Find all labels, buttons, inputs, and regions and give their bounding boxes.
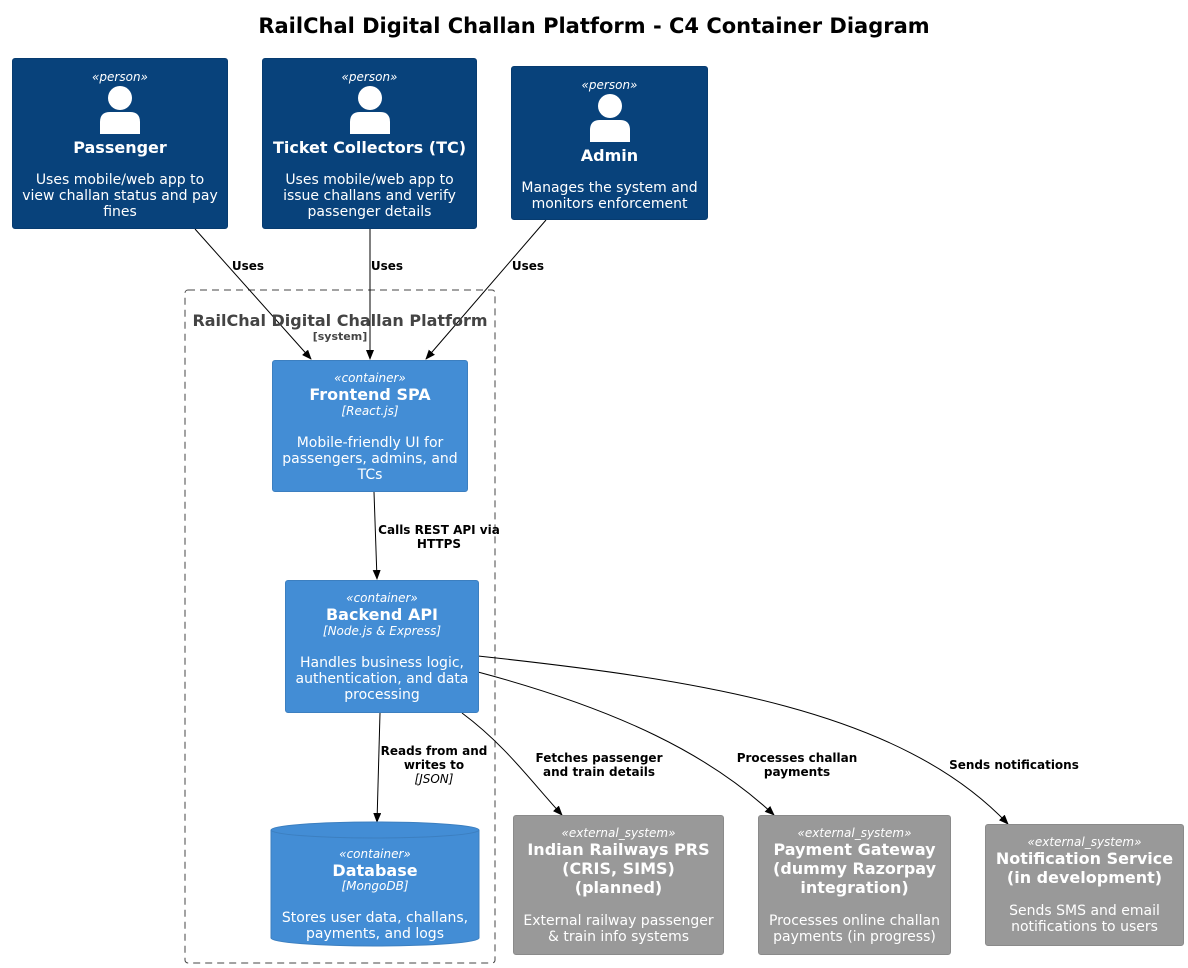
- edge-backend-prs: [461, 712, 563, 816]
- edge-label-text: Reads from and: [380, 744, 488, 758]
- backend-tech: [Node.js & Express]: [322, 624, 442, 638]
- edge-label-backend-payment: Processes challan payments: [726, 751, 868, 779]
- tc-desc-line: issue challans and verify: [283, 188, 456, 204]
- edge-label-admin-uses: Uses: [505, 259, 551, 273]
- prs-desc-line: & train info systems: [547, 929, 690, 945]
- tc-name: Ticket Collectors (TC): [272, 138, 467, 157]
- edge-label-backend-db: Reads from and writes to [JSON]: [374, 744, 494, 786]
- database-name: Database: [332, 861, 418, 880]
- edge-label-text: Uses: [511, 259, 545, 273]
- edge-label-text: writes to: [403, 758, 465, 772]
- edge-label-tc-uses: Uses: [364, 259, 410, 273]
- payment-desc-line: Processes online challan: [768, 913, 940, 929]
- edge-label-text: Uses: [370, 259, 404, 273]
- backend-name: Backend API: [325, 605, 438, 624]
- external-payment-gateway[interactable]: «external_system» Payment Gateway (dummy…: [758, 815, 951, 955]
- edge-label-text: HTTPS: [416, 537, 462, 551]
- edge-label-tech: [JSON]: [414, 772, 454, 786]
- passenger-stereotype: «person»: [92, 70, 148, 84]
- frontend-desc-line: TCs: [357, 467, 383, 483]
- database-desc-line: Stores user data, challans,: [281, 910, 469, 926]
- notify-name-line: (in development): [1006, 868, 1163, 887]
- edge-label-backend-prs: Fetches passenger and train details: [527, 751, 671, 779]
- backend-desc-line: authentication, and data: [295, 671, 469, 687]
- system-boundary-label: RailChal Digital Challan Platform [syste…: [185, 311, 495, 343]
- passenger-desc-line: view challan status and pay: [22, 188, 218, 204]
- container-backend-api[interactable]: «container» Backend API [Node.js & Expre…: [285, 580, 479, 713]
- edge-backend-notify: [477, 655, 1009, 825]
- boundary-name: RailChal Digital Challan Platform: [192, 311, 488, 330]
- admin-name: Admin: [580, 146, 639, 165]
- backend-desc-line: processing: [344, 687, 420, 703]
- person-ticket-collectors[interactable]: «person» Ticket Collectors (TC) Uses mob…: [262, 58, 477, 229]
- passenger-desc-line: Uses mobile/web app to: [35, 172, 205, 188]
- frontend-desc-line: Mobile-friendly UI for: [296, 435, 444, 451]
- database-stereotype: «container»: [339, 847, 411, 861]
- edge-label-text: Uses: [231, 259, 265, 273]
- edge-frontend-backend: [372, 491, 381, 580]
- frontend-stereotype: «container»: [334, 371, 406, 385]
- backend-stereotype: «container»: [346, 591, 418, 605]
- passenger-desc-line: fines: [103, 204, 137, 220]
- notify-desc-line: notifications to users: [1011, 919, 1158, 935]
- passenger-name: Passenger: [73, 138, 167, 157]
- tc-desc-line: Uses mobile/web app to: [285, 172, 454, 188]
- prs-stereotype: «external_system»: [561, 826, 676, 840]
- prs-desc-line: External railway passenger: [523, 913, 714, 929]
- external-indian-railways-prs[interactable]: «external_system» Indian Railways PRS (C…: [513, 815, 724, 955]
- notify-desc-line: Sends SMS and email: [1009, 903, 1160, 919]
- edge-label-text: and train details: [543, 765, 655, 779]
- edge-label-text: Processes challan: [736, 751, 858, 765]
- edge-label-text: Sends notifications: [949, 758, 1079, 772]
- person-icon: [589, 94, 630, 142]
- notify-name-line: Notification Service: [995, 849, 1174, 868]
- payment-name-line: (dummy Razorpay: [773, 859, 936, 878]
- edge-label-text: Calls REST API via: [378, 523, 500, 537]
- database-desc-line: payments, and logs: [306, 926, 444, 942]
- edge-backend-db: [373, 712, 382, 823]
- frontend-tech: [React.js]: [341, 404, 399, 418]
- database-tech: [MongoDB]: [341, 879, 409, 893]
- system-boundary: [184, 289, 496, 964]
- prs-name-line: (CRIS, SIMS): [562, 859, 675, 878]
- admin-desc-line: monitors enforcement: [531, 196, 688, 212]
- edge-admin-uses: [425, 219, 547, 360]
- notify-stereotype: «external_system»: [1027, 835, 1142, 849]
- edge-backend-payment: [477, 671, 775, 816]
- prs-name-line: (planned): [574, 878, 663, 897]
- payment-desc-line: payments (in progress): [773, 929, 936, 945]
- tc-desc-line: passenger details: [307, 204, 432, 220]
- payment-name-line: integration): [800, 878, 909, 897]
- person-icon: [349, 86, 390, 134]
- diagram-title: RailChal Digital Challan Platform - C4 C…: [258, 14, 930, 38]
- payment-name-line: Payment Gateway: [773, 840, 936, 859]
- backend-desc-line: Handles business logic,: [300, 655, 464, 671]
- admin-stereotype: «person»: [581, 78, 638, 92]
- edge-label-passenger-uses: Uses: [225, 259, 271, 273]
- container-database[interactable]: «container» Database [MongoDB] Stores us…: [271, 822, 479, 948]
- edge-label-backend-notify: Sends notifications: [934, 758, 1094, 772]
- external-notification-service[interactable]: «external_system» Notification Service (…: [985, 824, 1184, 946]
- person-admin[interactable]: «person» Admin Manages the system and mo…: [511, 66, 708, 220]
- edge-label-frontend-backend: Calls REST API via HTTPS: [372, 523, 506, 551]
- edge-label-text: Fetches passenger: [535, 751, 663, 765]
- boundary-type: [system]: [312, 330, 368, 343]
- edge-passenger-uses: [194, 228, 312, 360]
- person-passenger[interactable]: «person» Passenger Uses mobile/web app t…: [12, 58, 228, 229]
- tc-stereotype: «person»: [341, 70, 398, 84]
- person-icon: [100, 86, 140, 134]
- edge-label-text: payments: [763, 765, 831, 779]
- frontend-desc-line: passengers, admins, and: [282, 451, 458, 467]
- frontend-name: Frontend SPA: [309, 385, 431, 404]
- database-cylinder: [270, 821, 480, 947]
- admin-desc-line: Manages the system and: [521, 180, 698, 196]
- container-frontend-spa[interactable]: «container» Frontend SPA [React.js] Mobi…: [272, 360, 468, 492]
- payment-stereotype: «external_system»: [797, 826, 912, 840]
- prs-name-line: Indian Railways PRS: [527, 840, 710, 859]
